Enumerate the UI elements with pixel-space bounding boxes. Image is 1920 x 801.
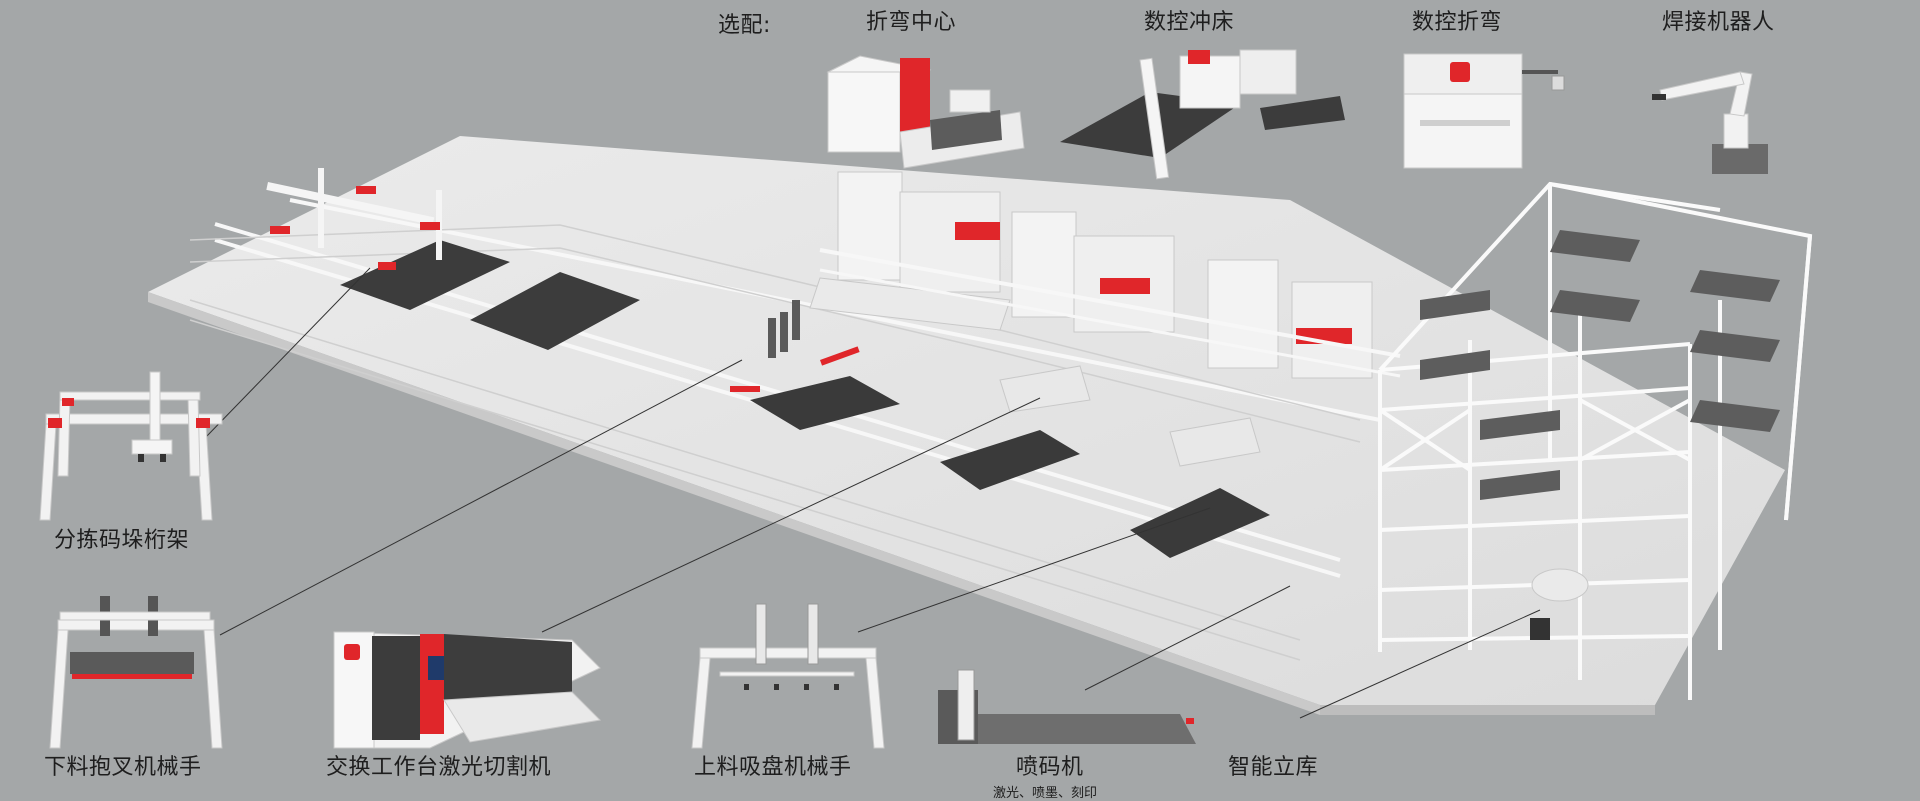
- label-sorting-stacking-gantry: 分拣码垛桁架: [54, 528, 190, 553]
- callout-lines: [204, 267, 1541, 719]
- cnc-bending-illustration: [1403, 53, 1565, 169]
- safety-fence: [189, 224, 1361, 661]
- laser-cutter-units: [809, 171, 1401, 379]
- cnc-punch-illustration: [1060, 49, 1345, 180]
- label-exchange-table-laser-cutter: 交换工作台激光切割机: [326, 755, 552, 780]
- loading-manipulator-illustration: [691, 603, 885, 749]
- optional-prefix-label: 选配:: [718, 13, 771, 38]
- exchange-tables: [730, 346, 1270, 558]
- loading-manipulator-scene: [768, 300, 800, 358]
- label-code-printer: 喷码机: [1016, 755, 1084, 780]
- label-loading-suction-manipulator: 上料吸盘机械手: [694, 755, 852, 780]
- laser-cutter-illustration: [333, 631, 602, 749]
- sorting-area: [266, 168, 640, 350]
- option-label-cnc-bending: 数控折弯: [1412, 10, 1503, 35]
- sorting-gantry-illustration: [39, 371, 223, 521]
- smart-warehouse-rack: [1378, 181, 1813, 700]
- code-printer-illustration: [938, 669, 1196, 744]
- label-code-printer-methods: 激光、喷墨、刻印: [993, 786, 1098, 801]
- warehouse-stacker-illustration: [1530, 568, 1589, 640]
- unloading-manipulator-illustration: [49, 596, 223, 749]
- bending-center-illustration: [826, 55, 1025, 169]
- label-smart-warehouse: 智能立库: [1228, 755, 1319, 780]
- option-label-welding-robot: 焊接机器人: [1662, 10, 1775, 35]
- welding-robot-illustration: [1652, 71, 1768, 174]
- option-label-cnc-punch: 数控冲床: [1144, 10, 1235, 35]
- option-label-bending-center: 折弯中心: [866, 10, 957, 35]
- label-unloading-fork-manipulator: 下料抱叉机械手: [44, 755, 202, 780]
- warehouse-shelves: [1420, 230, 1780, 500]
